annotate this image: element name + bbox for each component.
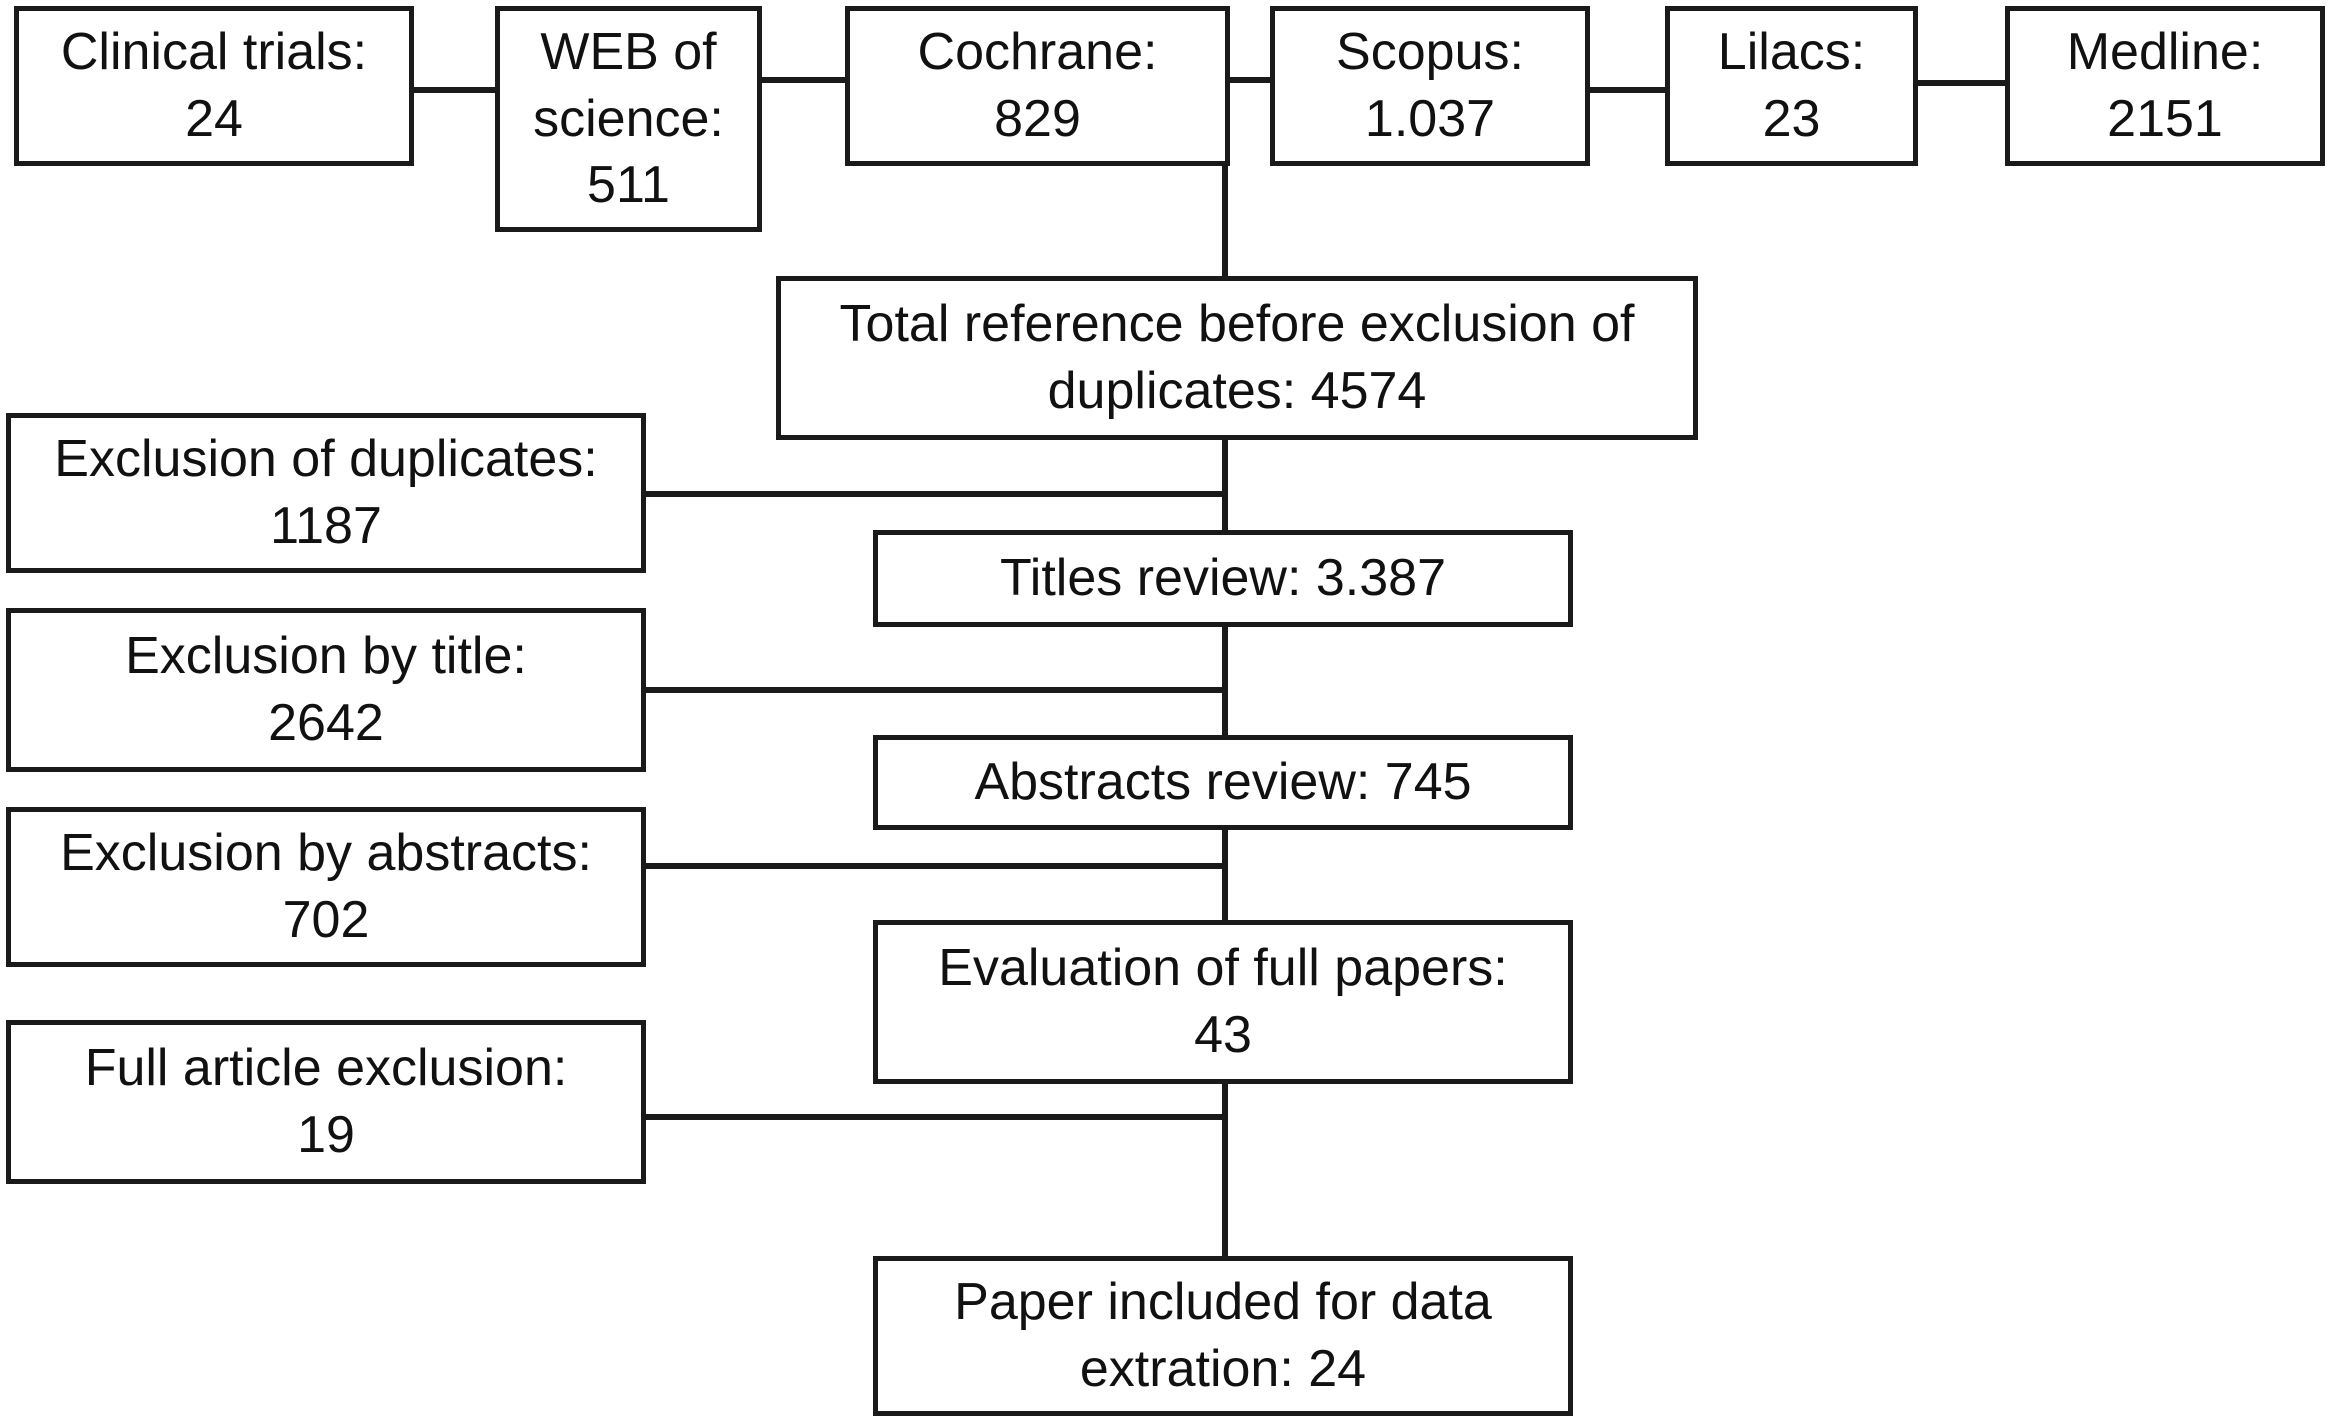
abstracts-review-box: Abstracts review: 745 [873,735,1573,830]
source-medline: Medline: 2151 [2005,6,2325,166]
titles-review-text: Titles review: 3.387 [999,549,1447,608]
source-count: 2151 [2107,90,2223,148]
source-count: 23 [1762,90,1821,148]
source-scopus: Scopus: 1.037 [1270,6,1590,166]
exclusion-full-article-box: Full article exclusion: 19 [6,1020,646,1184]
total-line-1: Total reference before exclusion of [839,295,1635,354]
source-lilacs: Lilacs: 23 [1665,6,1918,166]
source-label: science: [533,89,724,148]
exclusion-label: Full article exclusion: [84,1039,568,1098]
exclusion-count: 1187 [270,497,382,555]
source-clinical-trials: Clinical trials: 24 [14,6,414,166]
full-papers-count: 43 [1194,1006,1252,1064]
exclusion-abstracts-box: Exclusion by abstracts: 702 [6,807,646,967]
source-cochrane: Cochrane: 829 [845,6,1230,166]
source-web-of-science: WEB of science: 511 [495,6,762,232]
exclusion-label: Exclusion by abstracts: [60,824,592,883]
source-label: WEB of [540,23,717,82]
exclusion-title-box: Exclusion by title: 2642 [6,608,646,772]
source-label: Medline: [2066,23,2264,82]
source-count: 829 [994,90,1081,148]
full-papers-label: Evaluation of full papers: [938,939,1508,998]
source-count: 1.037 [1364,90,1496,148]
exclusion-duplicates-box: Exclusion of duplicates: 1187 [6,413,646,573]
source-label: Cochrane: [917,23,1158,82]
exclusion-label: Exclusion of duplicates: [54,430,598,489]
full-papers-evaluation-box: Evaluation of full papers: 43 [873,920,1573,1084]
exclusion-count: 702 [282,891,370,949]
total-line-2: duplicates: 4574 [1047,362,1427,420]
source-count: 511 [587,156,670,215]
source-count: 24 [185,90,243,148]
source-label: Lilacs: [1717,23,1866,82]
titles-review-box: Titles review: 3.387 [873,530,1573,627]
papers-included-box: Paper included for data extration: 24 [873,1256,1573,1416]
exclusion-count: 19 [297,1106,355,1164]
included-line-2: extration: 24 [1079,1340,1367,1398]
source-label: Clinical trials: [60,23,368,82]
included-line-1: Paper included for data [954,1273,1492,1332]
exclusion-count: 2642 [268,694,384,752]
total-references-box: Total reference before exclusion of dupl… [776,276,1698,440]
source-label: Scopus: [1336,23,1524,82]
exclusion-label: Exclusion by title: [125,627,527,686]
abstracts-review-text: Abstracts review: 745 [974,753,1472,812]
